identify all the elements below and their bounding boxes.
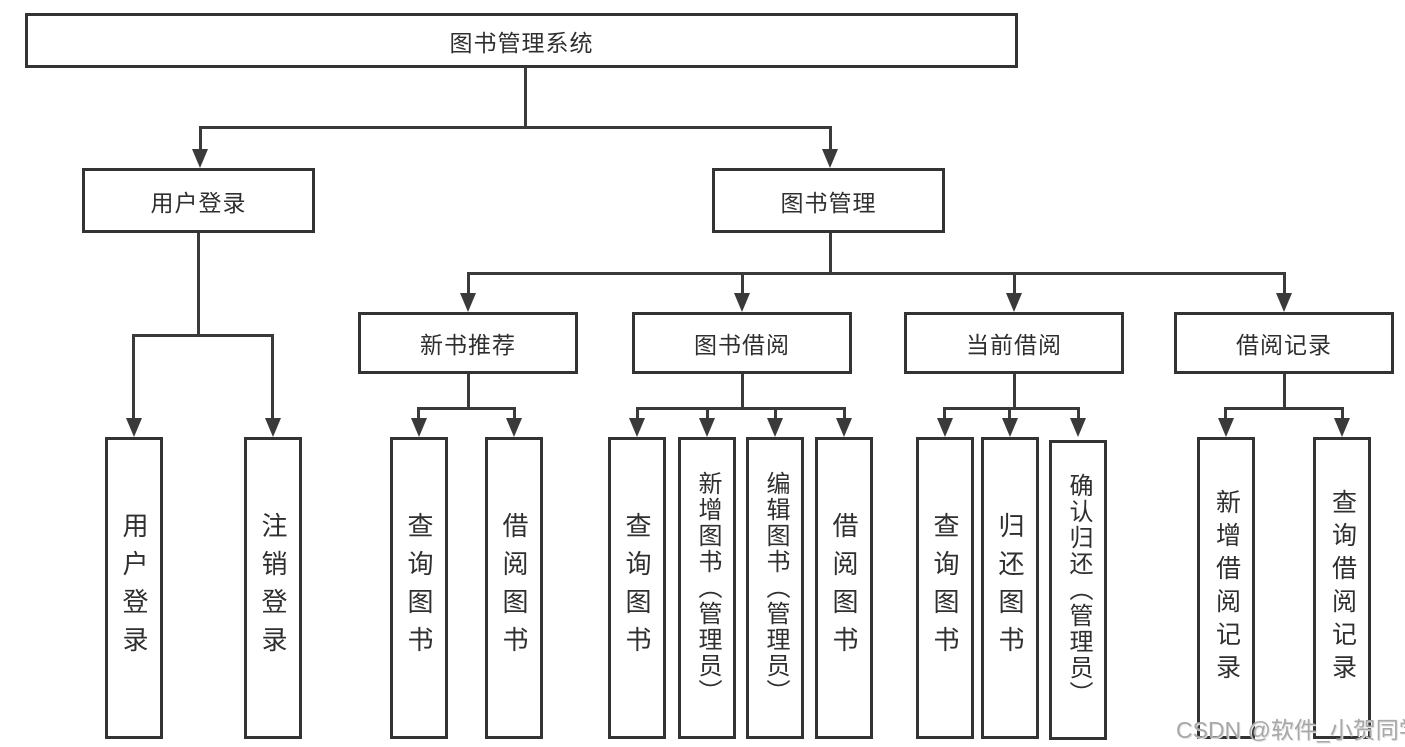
connector-stem-borrow-records — [1283, 272, 1286, 297]
arrow-down-book-mgmt — [822, 149, 838, 168]
leaf-nb-borrow-books-label: 借阅图书 — [499, 512, 529, 664]
leaf-bb-borrow-books: 借阅图书 — [815, 437, 873, 739]
connector-level2-horizontal — [199, 126, 832, 129]
connector-user-login-down — [197, 233, 200, 337]
arrow-down-bb-query — [629, 418, 645, 437]
arrow-down-book-borrow — [734, 293, 750, 312]
leaf-bb-edit-books-admin: 编辑图书（管理员） — [746, 437, 804, 739]
leaf-bb-add-books-admin-label: 新增图书（管理员） — [694, 471, 721, 705]
connector-borrow-records-down — [1283, 374, 1286, 410]
connector-stem-leaf-login — [132, 334, 135, 422]
node-book-mgmt-label: 图书管理 — [780, 189, 877, 216]
leaf-logout-label: 注销登录 — [258, 512, 288, 664]
connector-stem-bb-add — [706, 407, 709, 422]
node-current-borrow-label: 当前借阅 — [966, 332, 1062, 358]
connector-records-group-horizontal — [1224, 407, 1344, 410]
arrow-down-nb-query — [411, 418, 427, 437]
node-new-book-rec: 新书推荐 — [358, 312, 578, 374]
arrow-down-bb-add — [699, 418, 715, 437]
arrow-down-cb-query — [937, 418, 953, 437]
arrow-down-bb-edit — [767, 418, 783, 437]
connector-stem-br-query — [1341, 407, 1344, 422]
connector-stem-nb-borrow — [513, 407, 516, 422]
arrow-down-cb-confirm — [1070, 418, 1086, 437]
connector-user-group-horizontal — [132, 334, 274, 337]
node-borrow-records: 借阅记录 — [1174, 312, 1394, 374]
connector-stem-book-mgmt — [829, 126, 832, 154]
arrow-down-new-book-rec — [460, 293, 476, 312]
node-root-label: 图书管理系统 — [449, 29, 594, 56]
connector-stem-user-login — [199, 126, 202, 154]
arrow-down-nb-borrow — [506, 418, 522, 437]
connector-stem-cb-query — [943, 407, 946, 422]
arrow-down-borrow-records — [1276, 293, 1292, 312]
connector-new-book-group-horizontal — [417, 407, 516, 410]
node-book-mgmt: 图书管理 — [712, 168, 945, 233]
leaf-cb-query-books-label: 查询图书 — [930, 512, 960, 664]
node-current-borrow: 当前借阅 — [904, 312, 1124, 374]
arrow-down-br-add — [1218, 418, 1234, 437]
arrow-down-leaf-login — [126, 418, 142, 437]
connector-stem-current-borrow — [1013, 272, 1016, 297]
leaf-cb-return-books-label: 归还图书 — [995, 512, 1025, 664]
arrow-down-current-borrow — [1006, 293, 1022, 312]
leaf-nb-query-books: 查询图书 — [390, 437, 448, 739]
arrow-down-cb-return — [1002, 418, 1018, 437]
arrow-down-bb-borrow — [836, 418, 852, 437]
leaf-logout: 注销登录 — [244, 437, 302, 739]
leaf-user-login-label: 用户登录 — [119, 512, 149, 664]
connector-root-down — [524, 68, 527, 129]
connector-stem-leaf-logout — [271, 334, 274, 422]
leaf-cb-query-books: 查询图书 — [916, 437, 974, 739]
connector-stem-br-add — [1224, 407, 1227, 422]
leaf-nb-query-books-label: 查询图书 — [404, 512, 434, 664]
connector-stem-new-book-rec — [467, 272, 470, 297]
arrow-down-user-login — [192, 149, 208, 168]
node-borrow-records-label: 借阅记录 — [1236, 332, 1332, 358]
leaf-br-add-record: 新增借阅记录 — [1197, 437, 1255, 739]
leaf-br-add-record-label: 新增借阅记录 — [1212, 489, 1241, 687]
leaf-cb-return-books: 归还图书 — [981, 437, 1039, 739]
connector-stem-bb-borrow — [843, 407, 846, 422]
connector-current-group-horizontal — [943, 407, 1080, 410]
node-new-book-rec-label: 新书推荐 — [420, 332, 516, 358]
csdn-watermark: CSDN @软件_小贺同学 — [1176, 717, 1405, 743]
connector-book-mgmt-down — [829, 233, 832, 275]
connector-stem-book-borrow — [741, 272, 744, 297]
connector-stem-cb-confirm — [1077, 407, 1080, 422]
leaf-user-login: 用户登录 — [105, 437, 163, 739]
node-book-borrow: 图书借阅 — [632, 312, 852, 374]
arrow-down-leaf-logout — [265, 418, 281, 437]
leaf-bb-edit-books-admin-label: 编辑图书（管理员） — [762, 471, 789, 705]
connector-stem-cb-return — [1008, 407, 1011, 422]
connector-level3-horizontal — [467, 272, 1286, 275]
node-root: 图书管理系统 — [25, 13, 1018, 68]
arrow-down-br-query — [1334, 418, 1350, 437]
leaf-cb-confirm-return-admin-label: 确认归还（管理员） — [1065, 473, 1092, 707]
leaf-br-query-record: 查询借阅记录 — [1313, 437, 1371, 739]
node-user-login-label: 用户登录 — [150, 189, 247, 216]
node-user-login: 用户登录 — [82, 168, 315, 233]
leaf-br-query-record-label: 查询借阅记录 — [1328, 489, 1357, 687]
connector-book-borrow-down — [741, 374, 744, 410]
connector-borrow-group-horizontal — [636, 407, 845, 410]
connector-stem-nb-query — [417, 407, 420, 422]
leaf-nb-borrow-books: 借阅图书 — [485, 437, 543, 739]
connector-stem-bb-query — [636, 407, 639, 422]
leaf-bb-add-books-admin: 新增图书（管理员） — [678, 437, 736, 739]
connector-new-book-rec-down — [467, 374, 470, 410]
connector-current-borrow-down — [1013, 374, 1016, 410]
node-book-borrow-label: 图书借阅 — [694, 332, 790, 358]
leaf-cb-confirm-return-admin: 确认归还（管理员） — [1049, 440, 1107, 740]
leaf-bb-borrow-books-label: 借阅图书 — [829, 512, 859, 664]
leaf-bb-query-books: 查询图书 — [608, 437, 666, 739]
connector-stem-bb-edit — [774, 407, 777, 422]
leaf-bb-query-books-label: 查询图书 — [622, 512, 652, 664]
